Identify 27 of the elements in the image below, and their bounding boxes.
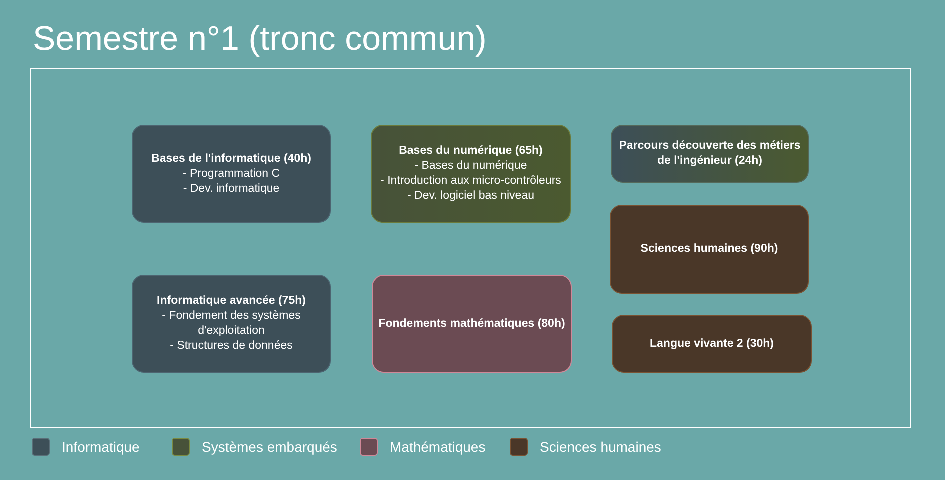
course-heading: Fondements mathématiques (80h)	[378, 316, 566, 332]
course-heading: Informatique avancée (75h)	[157, 294, 306, 309]
course-item: - Bases du numérique	[414, 159, 528, 174]
course-card	[371, 125, 571, 223]
course-card	[610, 205, 809, 294]
course-heading: Langue vivante 2 (30h)	[650, 336, 774, 352]
course-card	[612, 315, 812, 373]
page-title: Semestre n°1 (tronc commun)	[33, 20, 487, 59]
legend-label: Systèmes embarqués	[202, 439, 338, 455]
course-item: - Dev. logiciel bas niveau	[408, 189, 534, 204]
course-heading: Sciences humaines (90h)	[640, 242, 778, 257]
course-card	[132, 125, 331, 223]
course-card	[132, 275, 331, 373]
course-item: - Programmation C	[182, 166, 280, 182]
legend-label: Sciences humaines	[540, 439, 662, 455]
course-card	[611, 125, 809, 183]
frame-border	[30, 68, 911, 428]
legend-label: Mathématiques	[390, 439, 486, 455]
course-heading: Parcours découverte des métiers de l'ingénieur (24h)	[618, 139, 802, 169]
course-card	[372, 275, 572, 373]
course-heading: Bases de l'informatique (40h)	[152, 152, 312, 166]
course-item: - Dev. informatique	[183, 182, 280, 196]
course-item: - Introduction aux micro-contrôleurs	[380, 174, 562, 189]
legend-label: Informatique	[62, 439, 140, 455]
course-item: - Structures de données	[170, 339, 293, 354]
course-heading: Bases du numérique (65h)	[399, 144, 543, 159]
course-item: - Fondement des systèmes d'exploitation	[161, 309, 302, 339]
